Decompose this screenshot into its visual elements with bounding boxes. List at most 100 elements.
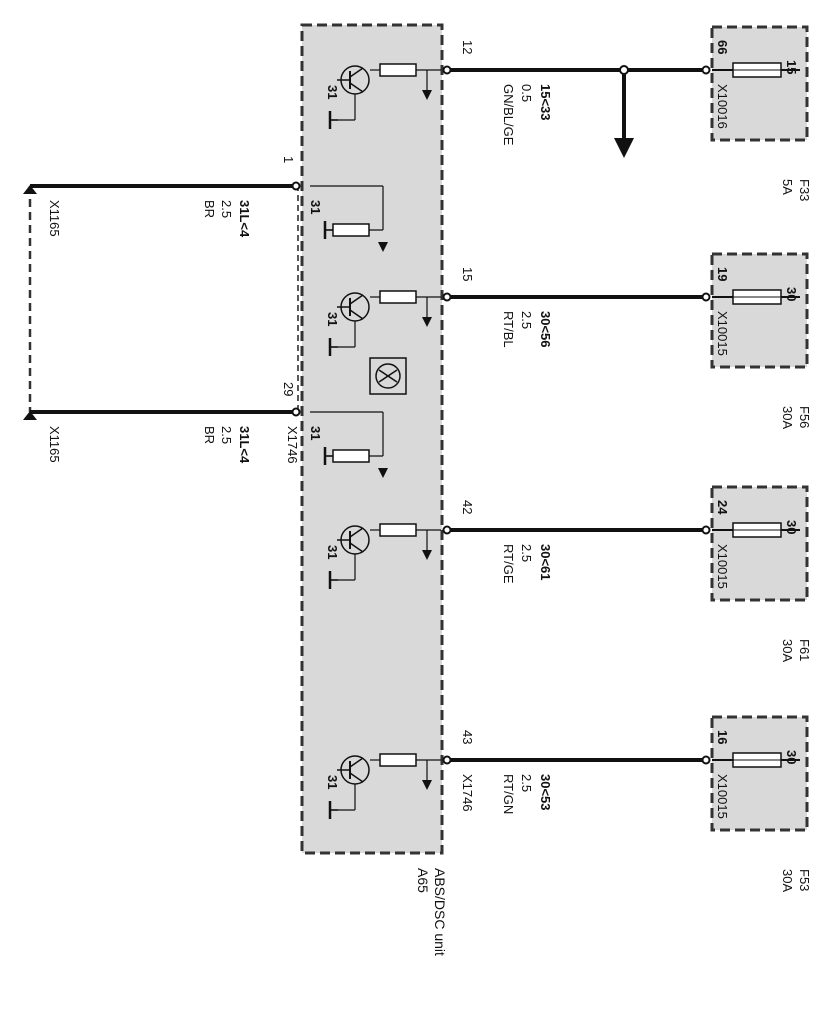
fuse-pin-number: 16	[715, 730, 730, 744]
ground-icon	[323, 221, 333, 239]
abs-dsc-unit[interactable]	[297, 23, 444, 855]
unit-connector: X1746	[285, 426, 300, 464]
arrow-down-icon	[614, 138, 634, 158]
wire-size: 2.5	[219, 200, 234, 218]
unit-pin-terminal	[442, 755, 452, 765]
internal-terminal-31: 31	[325, 775, 340, 789]
ground-icon	[328, 571, 338, 589]
wire-circuit: 15<33	[538, 84, 553, 121]
resistor-icon	[379, 523, 417, 537]
wire-size: 2.5	[519, 311, 534, 329]
unit-box	[300, 23, 444, 855]
ground-terminal-icon	[23, 185, 37, 194]
wire-size: 2.5	[519, 774, 534, 792]
unit-pin-terminal	[291, 181, 301, 191]
fuse-rating: 30A	[780, 639, 795, 662]
fuse-id: F56	[797, 406, 812, 428]
resistor-icon	[379, 753, 417, 767]
resistor-icon	[379, 63, 417, 77]
unit-pin-number: 29	[281, 382, 296, 396]
fuse-box	[710, 485, 809, 602]
fuse-terminal: 30	[784, 287, 799, 301]
wire-size: 2.5	[219, 426, 234, 444]
fuse-connector: X10015	[715, 311, 730, 356]
fuse-pin-number: 24	[715, 500, 730, 515]
wire-circuit: 30<61	[538, 544, 553, 581]
wire-circuit: 31L<4	[237, 426, 252, 464]
fuse-pin-terminal	[701, 292, 711, 302]
fuse-id: F61	[797, 639, 812, 661]
fuse-id: F33	[797, 179, 812, 201]
internal-terminal-31: 31	[308, 200, 323, 214]
fuse-rating: 30A	[780, 406, 795, 429]
unit-pin-terminal	[291, 407, 301, 417]
supply-wires: 1566X10016F335A1215<330.5GN/BL/GE313019X…	[325, 25, 812, 892]
arrow-down-icon	[422, 90, 432, 100]
arrow-down-icon	[378, 468, 388, 478]
wire-color: GN/BL/GE	[501, 84, 516, 146]
fuse-connector: X10015	[715, 544, 730, 589]
fuse-box	[710, 715, 809, 832]
fuse-id: F53	[797, 869, 812, 891]
unit-pin-number: 43	[460, 730, 475, 744]
branch-arrow	[614, 65, 634, 158]
fuse-box	[710, 252, 809, 369]
wire-color: BR	[202, 200, 217, 218]
arrow-down-icon	[422, 780, 432, 790]
wire-color: BR	[202, 426, 217, 444]
fuse-terminal: 30	[784, 750, 799, 764]
unit-pin-terminal	[442, 292, 452, 302]
fuse-pin-terminal	[701, 755, 711, 765]
unit-pin-terminal	[442, 525, 452, 535]
wire-size: 0.5	[519, 84, 534, 102]
ground-icon	[323, 447, 333, 465]
unit-labels: A65 ABS/DSC unit	[415, 868, 448, 956]
fuse-terminal: 15	[784, 60, 799, 74]
arrow-down-icon	[378, 242, 388, 252]
ground-icon	[328, 338, 338, 356]
wire-color: RT/GN	[501, 774, 516, 814]
wire-circuit: 31L<4	[237, 200, 252, 238]
ground-wire[interactable]: 29 31L<42.5BR X1746 X1165 31	[23, 382, 388, 478]
wire-color: RT/GE	[501, 544, 516, 584]
ground-connector-label: X1165	[47, 426, 62, 463]
wire-circuit: 30<56	[538, 311, 553, 348]
ground-terminal-icon	[23, 411, 37, 420]
resistor-icon	[379, 290, 417, 304]
internal-terminal-31: 31	[325, 85, 340, 99]
fuse-terminal: 30	[784, 520, 799, 534]
unit-pin-number: 42	[460, 500, 475, 514]
fuse-connector: X10015	[715, 774, 730, 819]
unit-connector: X1746	[460, 774, 475, 812]
unit-pin-number: 12	[460, 40, 475, 54]
wire-color: RT/BL	[501, 311, 516, 348]
fuse-pin-terminal	[701, 525, 711, 535]
wire-circuit: 30<53	[538, 774, 553, 811]
fuse-pin-terminal	[701, 65, 711, 75]
ground-icon	[328, 111, 338, 129]
junction-dot	[619, 65, 629, 75]
fuse-pin-number: 66	[715, 40, 730, 54]
fuse-connector: X10016	[715, 84, 730, 129]
ground-connector-label: X1165	[47, 200, 62, 237]
internal-terminal-31: 31	[308, 426, 323, 440]
fuse-rating: 30A	[780, 869, 795, 892]
arrow-down-icon	[422, 317, 432, 327]
resistor-icon	[332, 223, 370, 237]
unit-pin-number: 15	[460, 267, 475, 281]
internal-terminal-31: 31	[325, 312, 340, 326]
wire-size: 2.5	[519, 544, 534, 562]
unit-id: A65	[415, 868, 431, 893]
pump-motor-icon	[369, 357, 407, 395]
fuse-pin-number: 19	[715, 267, 730, 281]
unit-pin-terminal	[442, 65, 452, 75]
ground-icon	[328, 801, 338, 819]
resistor-icon	[332, 449, 370, 463]
